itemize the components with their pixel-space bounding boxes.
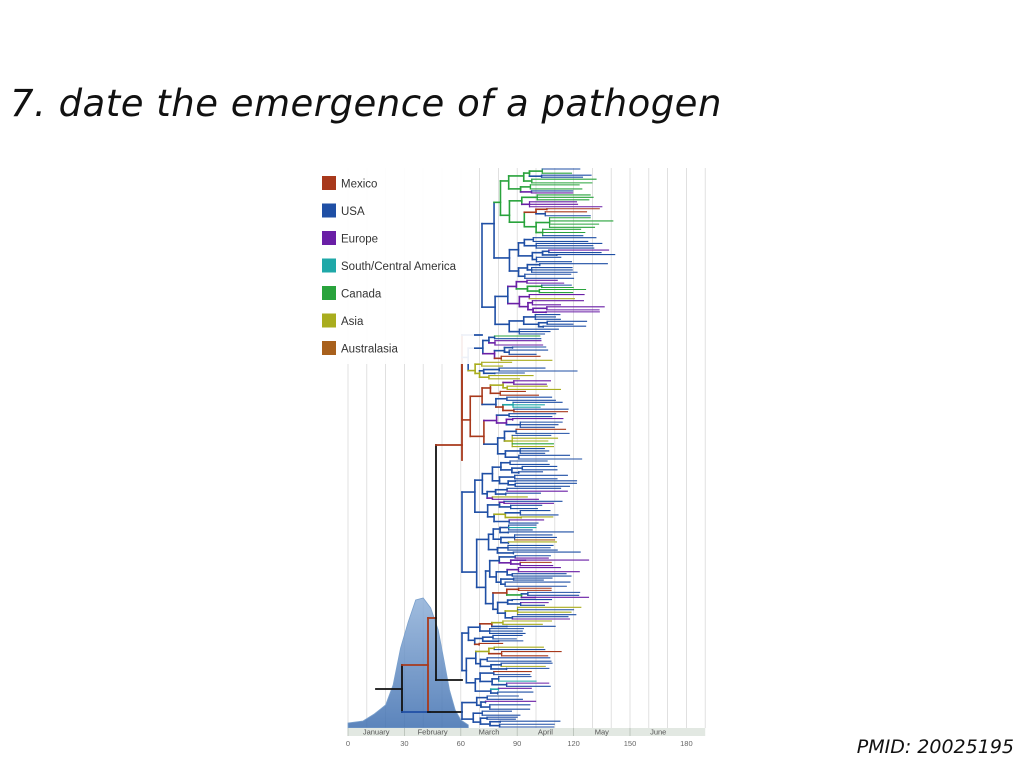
legend-swatch-south-central-america xyxy=(322,258,336,273)
case-density-area xyxy=(347,597,469,729)
legend-background xyxy=(316,168,474,364)
legend-swatch-usa xyxy=(322,203,336,218)
axis-tick-label: 120 xyxy=(567,739,580,748)
legend-label: South/Central America xyxy=(341,261,457,273)
legend-swatch-australasia xyxy=(322,341,336,355)
month-axis: January February March April May June 0 30 60 90 1… xyxy=(346,728,706,748)
legend-swatch-mexico xyxy=(322,176,336,190)
legend-label: Australasia xyxy=(341,344,398,356)
legend-swatch-asia xyxy=(322,313,336,328)
axis-tick-label: 180 xyxy=(680,739,693,748)
month-label: April xyxy=(538,728,553,737)
phylogenetic-tree xyxy=(375,168,616,728)
slide-title: 7. date the emergence of a pathogen xyxy=(10,82,722,125)
legend-label: Asia xyxy=(341,316,364,328)
axis-tick-label: 90 xyxy=(513,739,521,748)
axis-tick-label: 60 xyxy=(457,739,465,748)
month-band xyxy=(348,728,706,736)
month-label: February xyxy=(418,728,448,737)
legend-swatch-europe xyxy=(322,231,336,245)
month-label: January xyxy=(363,728,390,737)
legend-label: Mexico xyxy=(341,179,377,191)
legend-label: USA xyxy=(341,206,365,218)
month-label: March xyxy=(479,728,500,737)
citation: PMID: 20025195 xyxy=(856,736,1014,758)
axis-tick-label: 0 xyxy=(346,739,350,748)
legend-label: Europe xyxy=(341,234,378,246)
axis-tick-label: 150 xyxy=(624,739,637,748)
legend-label: Canada xyxy=(341,289,382,301)
month-label: May xyxy=(595,728,609,737)
legend-swatch-canada xyxy=(322,286,336,300)
axis-tick-label: 30 xyxy=(400,739,408,748)
month-label: June xyxy=(650,728,666,737)
